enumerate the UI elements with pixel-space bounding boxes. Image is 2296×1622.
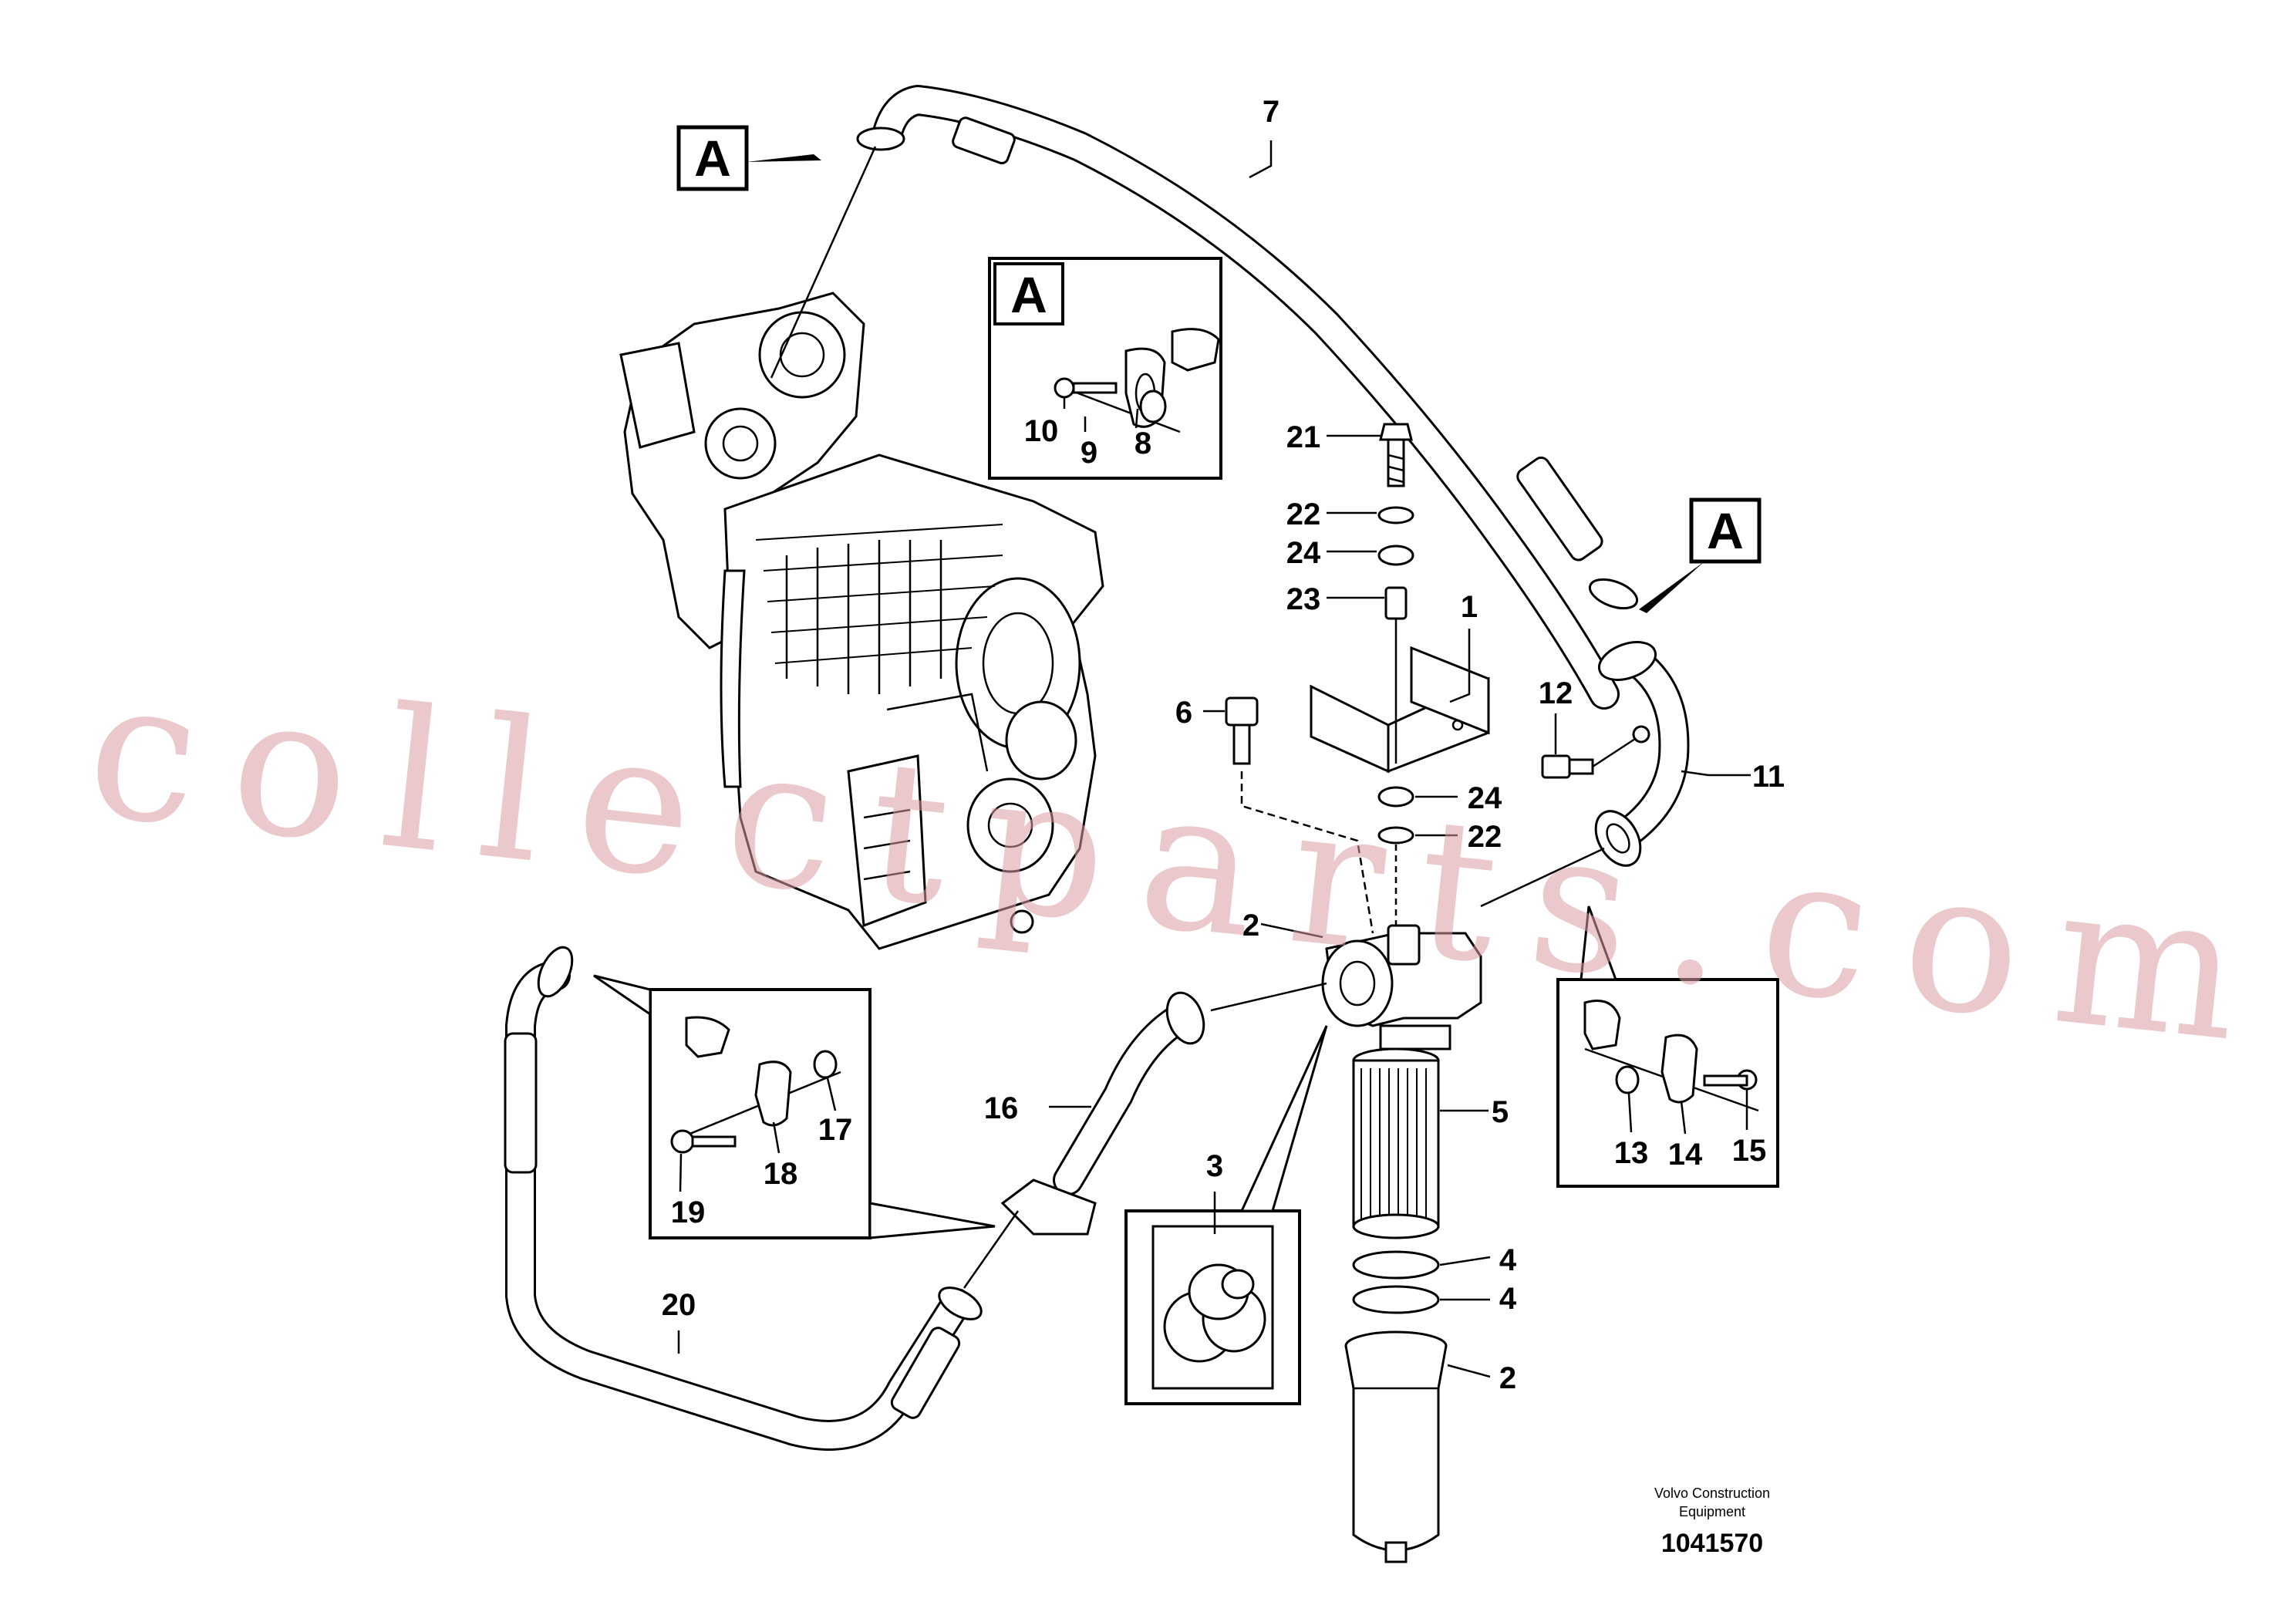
callout-19: 19	[671, 1195, 706, 1229]
brand-line-2: Equipment	[1679, 1504, 1745, 1519]
callout-16: 16	[984, 1091, 1019, 1125]
callout-9: 9	[1081, 436, 1097, 470]
callout-12: 12	[1539, 676, 1573, 710]
callout-22-bottom: 22	[1468, 820, 1502, 854]
callout-14: 14	[1668, 1138, 1703, 1172]
callout-2-head: 2	[1242, 909, 1259, 943]
callout-6: 6	[1175, 696, 1192, 730]
callout-5: 5	[1492, 1095, 1509, 1129]
callout-2-bowl: 2	[1499, 1361, 1516, 1395]
detail-inset-top	[988, 257, 1222, 480]
footer-block: Volvo Construction Equipment 1041570	[1654, 1485, 1770, 1558]
pipe-line-20	[504, 946, 1020, 1451]
callout-18: 18	[764, 1157, 798, 1191]
callout-20: 20	[662, 1288, 696, 1322]
bracket-assembly	[1310, 423, 1490, 929]
view-marker-a-right: A	[1639, 497, 1762, 613]
document-number: 1041570	[1661, 1529, 1763, 1558]
o-rings-4	[1352, 1250, 1440, 1314]
pipe-line-11	[1480, 641, 1690, 908]
callout-4-lower: 4	[1499, 1282, 1517, 1316]
callout-17: 17	[818, 1113, 853, 1147]
pipe-line-16	[1000, 982, 1327, 1236]
callout-24-top: 24	[1286, 536, 1321, 570]
fitting-12	[1541, 725, 1650, 779]
filter-bowl	[1344, 1330, 1448, 1563]
view-marker-letter: A	[694, 130, 731, 187]
callout-10: 10	[1024, 414, 1059, 448]
view-marker-a-topleft: A	[676, 125, 821, 191]
callout-4-upper: 4	[1499, 1243, 1517, 1277]
leader-lines	[677, 140, 1751, 1378]
pipe-line-7	[770, 85, 1639, 710]
callout-15: 15	[1732, 1134, 1767, 1168]
callout-24-bottom: 24	[1468, 781, 1502, 815]
detail-inset-kit	[1124, 1025, 1328, 1405]
detail-inset-right	[1556, 905, 1779, 1188]
brand-line-1: Volvo Construction	[1654, 1485, 1770, 1501]
callout-21: 21	[1286, 420, 1321, 454]
callout-8: 8	[1135, 427, 1151, 460]
detail-inset-left	[593, 974, 996, 1239]
filter-head	[1321, 924, 1482, 1050]
callout-23: 23	[1286, 582, 1321, 616]
callout-labels: 7 10 9 8 21 22 24 23 1 6 24 22 12 11 2 5…	[662, 95, 1785, 1395]
callout-13: 13	[1614, 1136, 1649, 1170]
callout-1: 1	[1461, 590, 1478, 624]
view-marker-letter: A	[1707, 502, 1744, 559]
view-marker-letter: A	[1010, 266, 1047, 323]
callout-7: 7	[1263, 95, 1279, 129]
callout-22-top: 22	[1286, 497, 1321, 531]
plug-6	[1225, 696, 1374, 934]
callout-3: 3	[1206, 1149, 1223, 1183]
transmission-housing	[619, 292, 1104, 950]
callout-11: 11	[1752, 760, 1785, 794]
view-marker-a-inset: A	[1010, 266, 1047, 323]
filter-element	[1352, 1047, 1440, 1239]
